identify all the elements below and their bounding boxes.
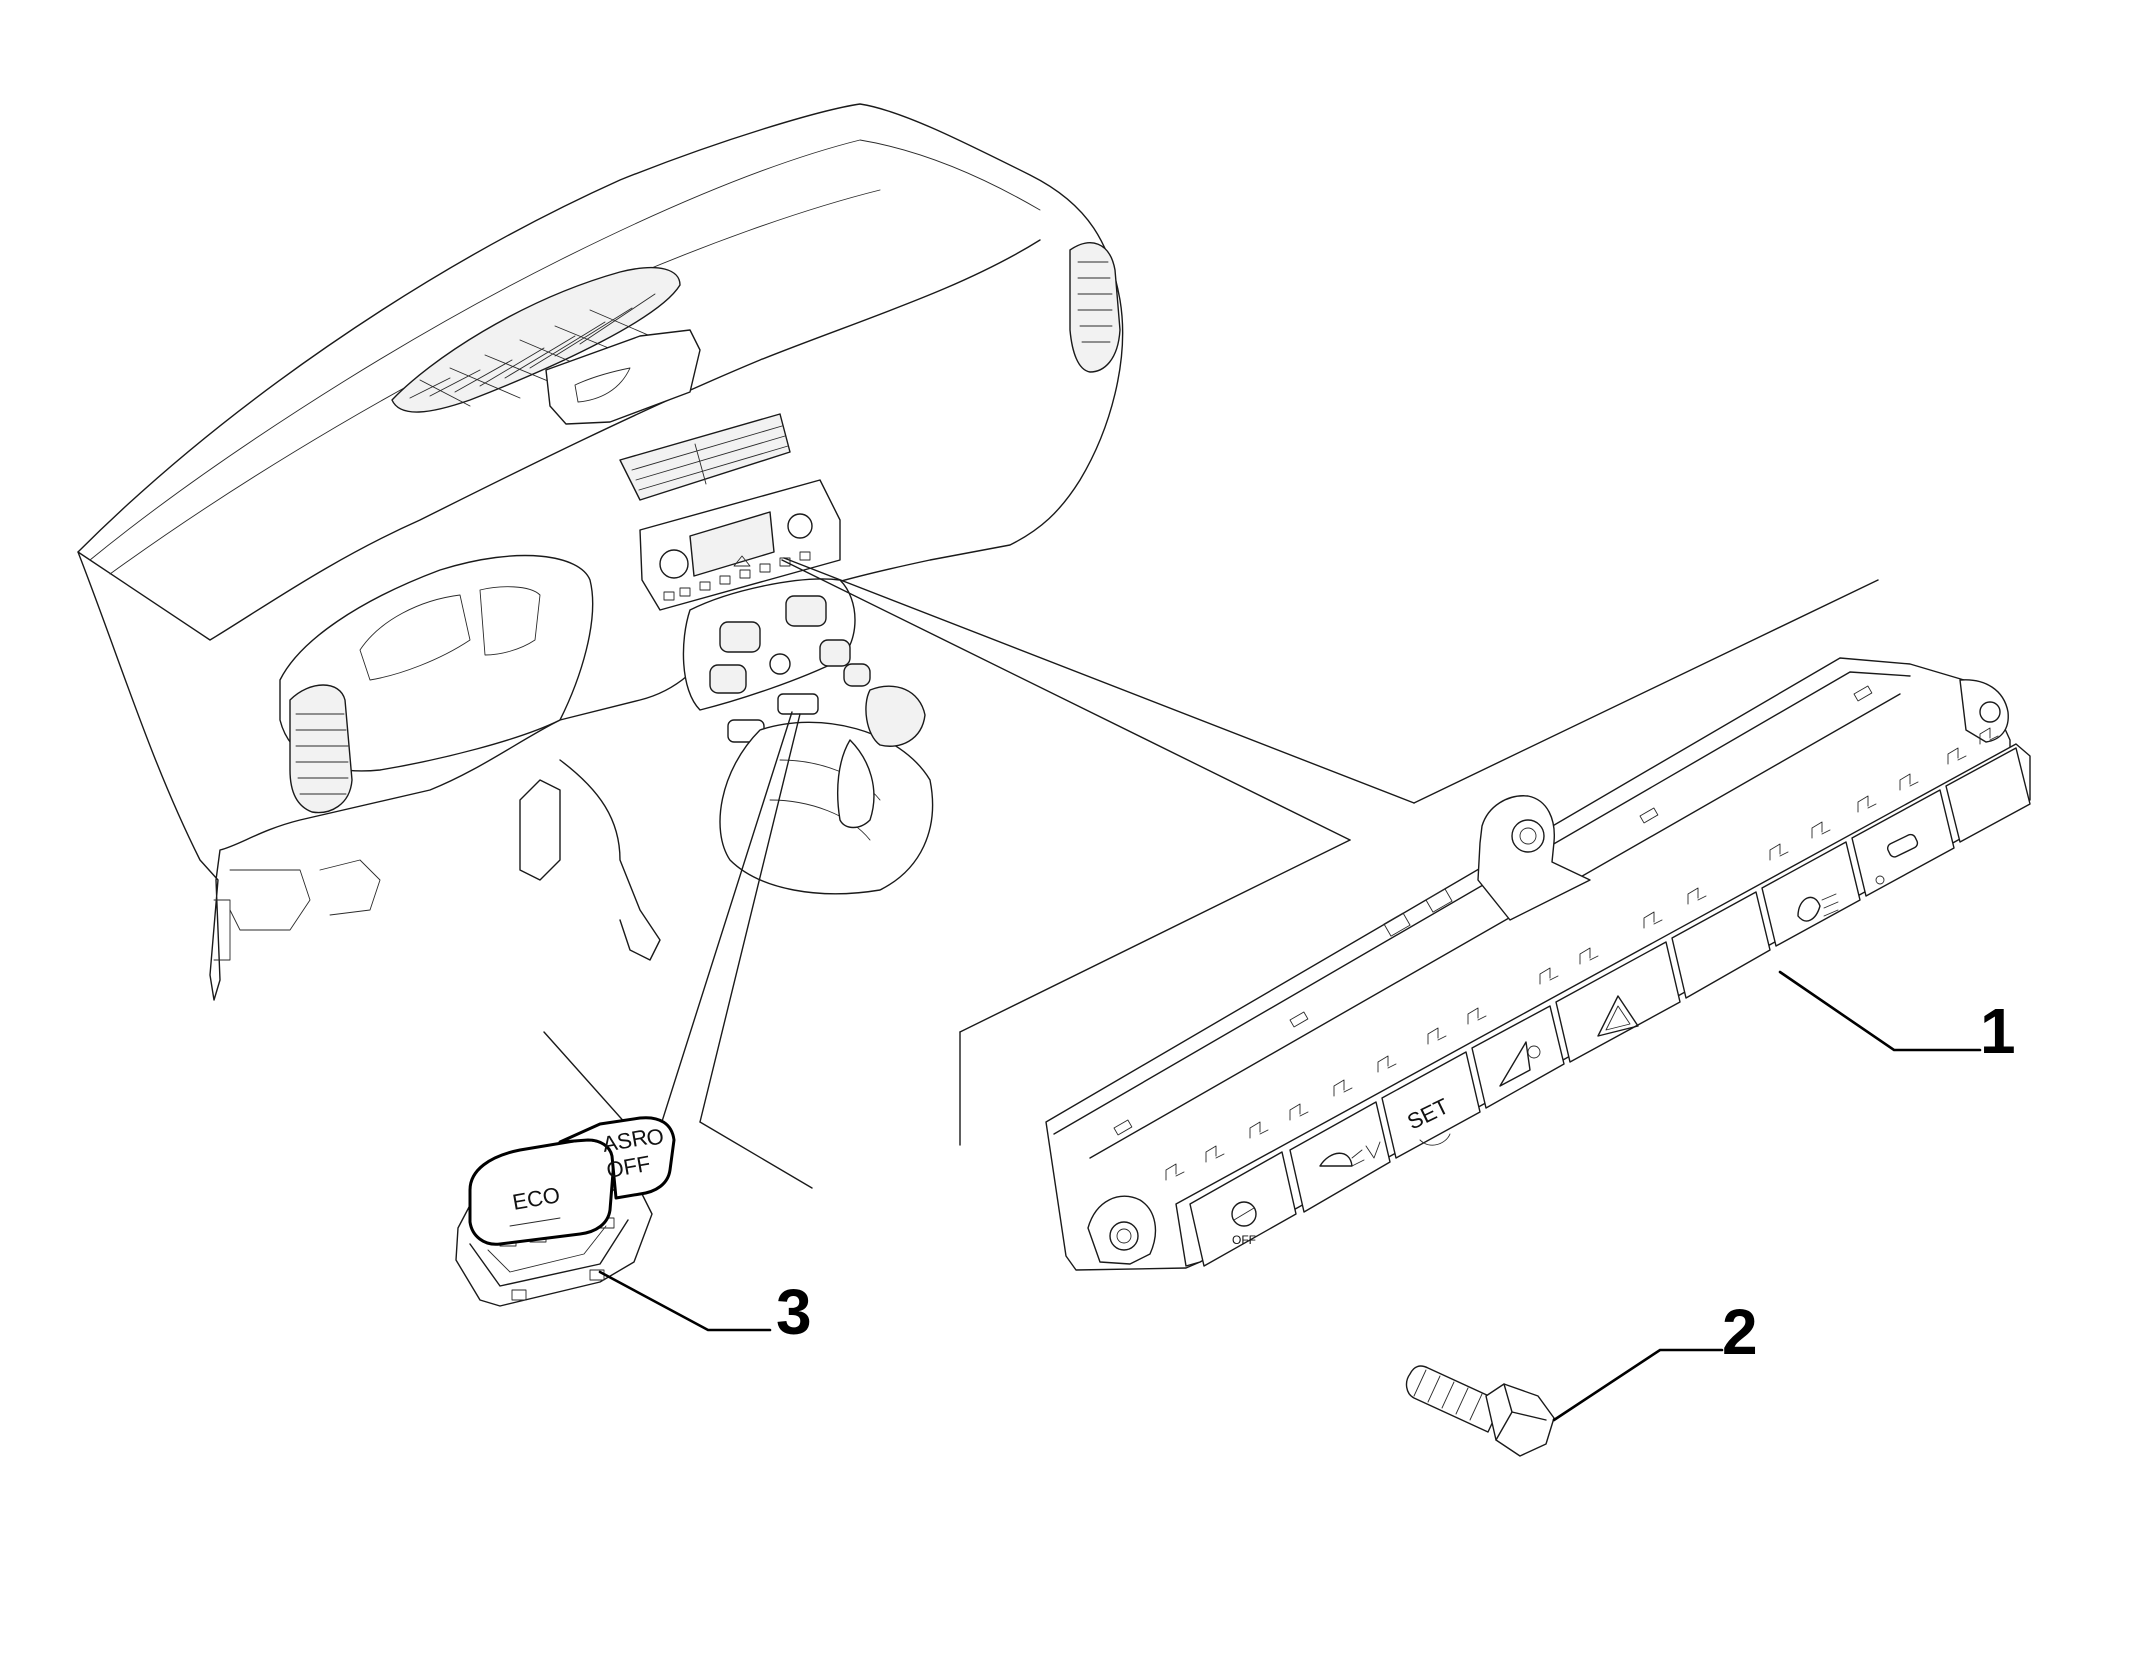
eco-asr-switch-illustration: ECO ASR OFF O — [455, 1116, 676, 1307]
headlight-level-icon — [1319, 1141, 1381, 1167]
callout-3: 3 — [598, 1270, 812, 1348]
hazard-triangle-icon — [1597, 995, 1639, 1037]
callout-number-2: 2 — [1722, 1296, 1758, 1368]
button-modules: OFF SET — [1189, 747, 2031, 1267]
steering-off-icon — [1231, 1201, 1257, 1227]
bolt-illustration — [1405, 1365, 1555, 1457]
off-small-label: OFF — [1232, 1233, 1256, 1247]
dashboard-illustration — [77, 103, 1124, 1001]
snap-clips — [1165, 727, 1999, 1181]
rail-slots — [1113, 685, 1873, 1136]
callout-2: 2 — [1552, 1296, 1758, 1422]
callout-number-3: 3 — [776, 1276, 812, 1348]
wiper-icon — [1499, 1041, 1541, 1087]
rear-defrost-icon — [1875, 833, 1919, 885]
fog-light-icon — [1797, 893, 1839, 922]
o-mark-label: O — [645, 1123, 666, 1151]
callout-number-1: 1 — [1980, 995, 2016, 1067]
callout-1: 1 — [1778, 970, 2016, 1067]
switch-panel-illustration: OFF SET — [1045, 657, 2031, 1271]
